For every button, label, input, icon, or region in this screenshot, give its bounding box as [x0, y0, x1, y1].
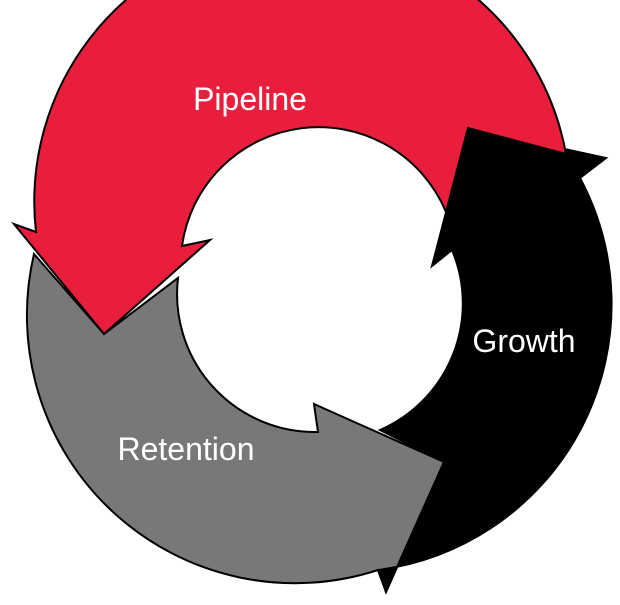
growth-label: Growth: [472, 323, 575, 359]
retention-arrow: [25, 251, 446, 595]
pipeline-label: Pipeline: [193, 81, 307, 117]
growth-arrow: [376, 126, 613, 595]
retention-label: Retention: [118, 431, 255, 467]
pipeline-arrow: [10, 0, 568, 336]
